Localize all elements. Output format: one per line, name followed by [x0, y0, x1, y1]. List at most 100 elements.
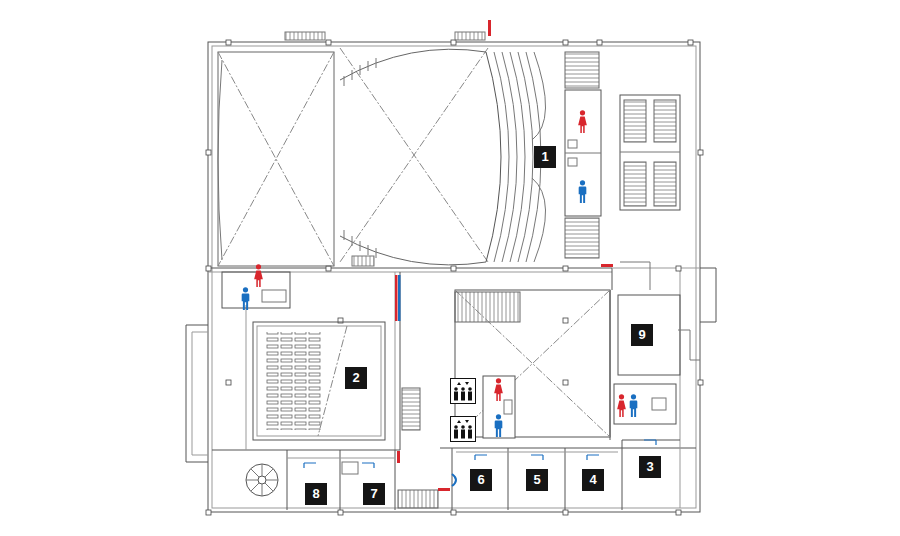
wall-line — [212, 450, 400, 451]
bottom-rooms — [246, 440, 680, 510]
seat-row — [532, 52, 546, 140]
hall-diagonal — [340, 48, 488, 262]
men-icon — [495, 414, 503, 437]
left-wing — [186, 325, 208, 462]
column — [563, 266, 568, 271]
callout-number: 3 — [639, 456, 661, 478]
callout-frame: 1 — [534, 146, 556, 168]
elevator-icon — [451, 379, 476, 404]
walls — [186, 42, 716, 512]
callout-frame: 8 — [305, 483, 327, 505]
fixture — [342, 462, 358, 474]
door-mark — [587, 455, 599, 460]
marker — [398, 275, 401, 321]
column — [688, 40, 693, 45]
women-icon — [494, 378, 503, 401]
marker — [397, 451, 400, 463]
room-wall — [287, 458, 395, 459]
fixture — [568, 158, 577, 166]
column — [597, 40, 602, 45]
spiral-steps — [246, 464, 278, 496]
door-mark — [531, 455, 543, 460]
door-mark — [362, 463, 374, 468]
stair — [455, 32, 485, 40]
room-wall — [395, 450, 396, 510]
callout-frame: 9 — [631, 324, 653, 346]
seat-row — [494, 52, 509, 262]
column — [451, 266, 456, 271]
stair — [352, 256, 374, 266]
column — [206, 510, 211, 515]
marker — [601, 264, 613, 267]
wall-line — [612, 268, 613, 290]
inner-wall — [212, 46, 696, 508]
column — [563, 318, 568, 323]
callout-number: 7 — [363, 483, 385, 505]
partition — [678, 330, 700, 360]
column — [451, 40, 456, 45]
callout-frame: 5 — [526, 469, 548, 491]
landing — [620, 152, 680, 153]
left-wing-inner — [192, 332, 208, 455]
callout-frame: 6 — [470, 469, 492, 491]
callout-number: 9 — [631, 324, 653, 346]
middle-zone — [222, 262, 700, 440]
toilet-divider — [565, 153, 601, 154]
stage-curve — [218, 60, 222, 260]
stair — [398, 490, 438, 508]
stair — [624, 100, 646, 142]
column — [563, 40, 568, 45]
color-markers — [395, 20, 613, 491]
callout-number: 8 — [305, 483, 327, 505]
auditorium — [218, 32, 601, 266]
column — [676, 266, 681, 271]
marker — [395, 275, 398, 321]
callout-frame: 4 — [582, 469, 604, 491]
callout-number: 5 — [526, 469, 548, 491]
room-wall — [565, 448, 566, 510]
column — [698, 150, 703, 155]
callout-frame: 3 — [639, 456, 661, 478]
lecture-room-inner — [257, 326, 381, 436]
outer-wall — [208, 42, 700, 512]
toilet-block — [565, 90, 601, 216]
wall-line — [440, 448, 696, 449]
fixture — [652, 398, 666, 410]
column — [206, 150, 211, 155]
hall-diagonal — [340, 48, 488, 262]
stair — [402, 388, 420, 430]
callout-number: 4 — [582, 469, 604, 491]
stair — [624, 162, 646, 206]
column — [676, 510, 681, 515]
room-wall — [622, 440, 623, 510]
right-wing — [700, 268, 716, 322]
column — [326, 266, 331, 271]
door-mark — [644, 440, 656, 445]
callout-frame: 7 — [363, 483, 385, 505]
toilet-room — [483, 376, 515, 438]
seat-row — [510, 52, 525, 262]
seat-row — [532, 178, 546, 262]
stair — [654, 162, 676, 206]
stair — [565, 52, 599, 88]
women-icon — [254, 264, 263, 287]
toilet-icons — [242, 110, 638, 441]
fixture — [504, 400, 512, 414]
balcony-edge — [340, 49, 486, 80]
stage-diagonal — [218, 52, 334, 266]
fixture — [262, 290, 286, 302]
column — [563, 510, 568, 515]
marker — [488, 20, 491, 36]
stage — [218, 52, 334, 266]
column — [326, 40, 331, 45]
wall-line — [612, 268, 700, 269]
wall-line — [208, 268, 612, 269]
column — [563, 380, 568, 385]
column — [206, 266, 211, 271]
men-icon — [630, 394, 638, 417]
spiral-stair — [246, 464, 278, 496]
door-mark — [475, 455, 487, 460]
stair-core — [620, 95, 680, 210]
